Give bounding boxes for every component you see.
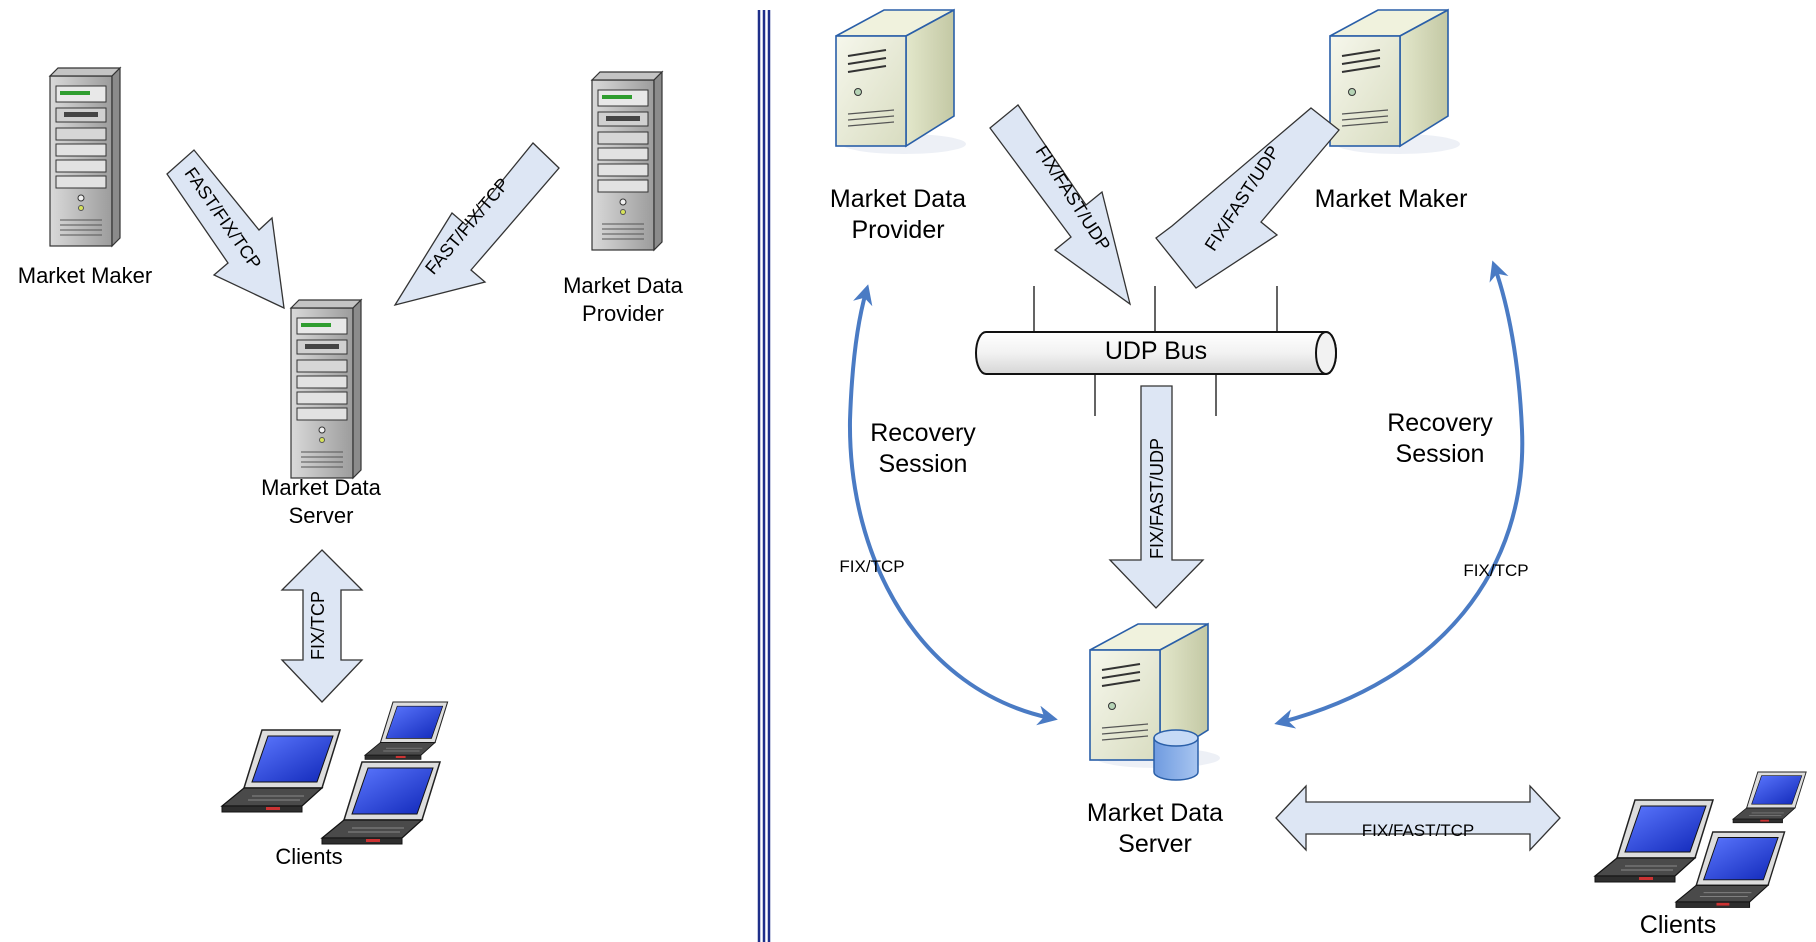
recovery-session-left-curve bbox=[847, 284, 1058, 726]
arrow-mdp-to-server bbox=[393, 142, 560, 307]
label-arrow-clients-left: FIX/TCP bbox=[308, 590, 329, 661]
label-recovery-session-left: Recovery Session bbox=[870, 419, 976, 479]
arrow-server-clients-left bbox=[280, 549, 364, 703]
label-market-maker-right: Market Maker bbox=[1314, 185, 1468, 213]
label-recovery-session-right: Recovery Session bbox=[1387, 409, 1493, 469]
label-market-data-server-right: Market Data Server bbox=[1086, 799, 1224, 859]
market-data-server-db-icon bbox=[1089, 623, 1221, 781]
label-arrow-server-clients-right: FIX/FAST/TCP bbox=[1361, 821, 1475, 840]
client-laptop-icon bbox=[221, 729, 341, 813]
label-arrow-bus-server: FIX/FAST/UDP bbox=[1147, 437, 1168, 560]
arrow-mm-to-server bbox=[166, 149, 285, 310]
arrow-server-clients-right bbox=[1275, 784, 1561, 852]
client-laptop-icon bbox=[364, 701, 449, 760]
client-laptop-icon bbox=[1594, 799, 1714, 883]
panel-divider bbox=[757, 10, 771, 942]
label-market-data-server-left: Market Data Server bbox=[261, 475, 381, 528]
label-market-maker-left: Market Maker bbox=[17, 263, 153, 288]
recovery-session-right-curve bbox=[1274, 260, 1525, 729]
arrow-bus-to-server bbox=[1108, 385, 1205, 609]
arrow-mm-to-bus bbox=[1155, 107, 1340, 289]
market-data-provider-server-icon bbox=[591, 71, 663, 251]
market-maker-server-icon bbox=[1329, 9, 1461, 155]
arrow-mdp-to-bus bbox=[989, 104, 1132, 306]
client-laptop-icon bbox=[1732, 771, 1807, 824]
label-market-data-provider-left: Market Data Provider bbox=[563, 273, 683, 326]
label-fix-tcp-left: FIX/TCP bbox=[839, 557, 905, 576]
market-data-provider-server-icon bbox=[835, 9, 967, 155]
label-market-data-provider-right: Market Data Provider bbox=[829, 185, 967, 245]
client-laptop-icon bbox=[321, 761, 441, 845]
label-clients-right: Clients bbox=[1639, 911, 1717, 939]
label-udp-bus: UDP Bus bbox=[1104, 337, 1208, 365]
label-fix-tcp-right: FIX/TCP bbox=[1463, 561, 1529, 580]
market-data-server-icon bbox=[290, 299, 362, 479]
market-maker-server-icon bbox=[49, 67, 121, 247]
label-clients-left: Clients bbox=[275, 844, 343, 869]
